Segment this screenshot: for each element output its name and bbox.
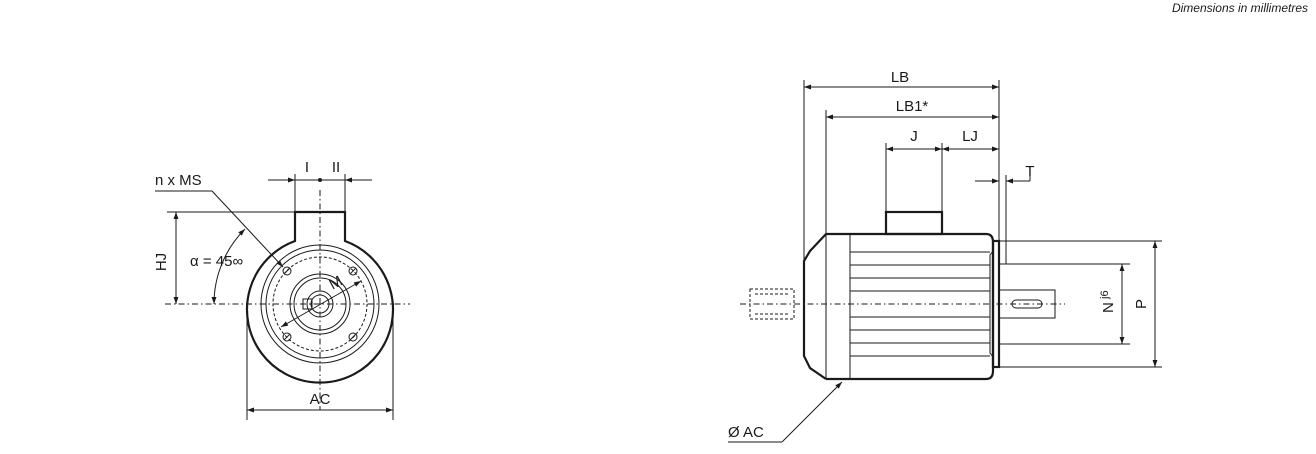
dim-m [280,280,362,328]
dia-ac-leader [781,381,843,443]
side-body-outline [826,232,995,381]
label-hj: HJ [153,253,170,271]
label-t: T [1025,163,1034,180]
label-ac: AC [310,391,331,408]
front-body-outline [245,210,395,384]
label-lb: LB [891,69,909,86]
flange-outer-circle [260,244,380,364]
dim-i-ii-center [318,178,322,182]
flange-plate [991,239,1001,369]
shaft-keyway [1011,299,1043,309]
rear-shaft-extension [749,288,795,320]
units-note: Dimensions in millimetres [1171,1,1308,15]
rear-cover [802,233,827,380]
label-lb1: LB1* [896,98,929,115]
flange-seat [989,250,994,358]
shaft [998,289,1056,319]
label-n-tolerance: j6 [1099,290,1111,300]
bolt-pitch-circle [272,256,368,352]
label-p: P [1133,299,1150,309]
alpha-arc [211,228,246,305]
front-view: I II n x MS HJ α = 45∞ M AC [153,159,410,420]
label-hole-ii: II [332,159,340,176]
terminal-box [884,210,944,236]
label-j: J [910,128,918,145]
side-view: LB LB1* J LJ T N j6 P Ø AC [728,69,1162,443]
label-dia-ac: Ø AC [728,424,764,441]
cooling-fins [850,251,990,357]
flange-inner-circle [265,249,375,359]
holes-leader [211,190,284,268]
label-hole-i: I [305,159,309,176]
bolt-holes [282,266,358,342]
label-n: N [1100,302,1117,313]
label-alpha: α = 45∞ [190,253,243,270]
label-holes: n x MS [155,172,202,189]
label-lj: LJ [962,128,978,145]
